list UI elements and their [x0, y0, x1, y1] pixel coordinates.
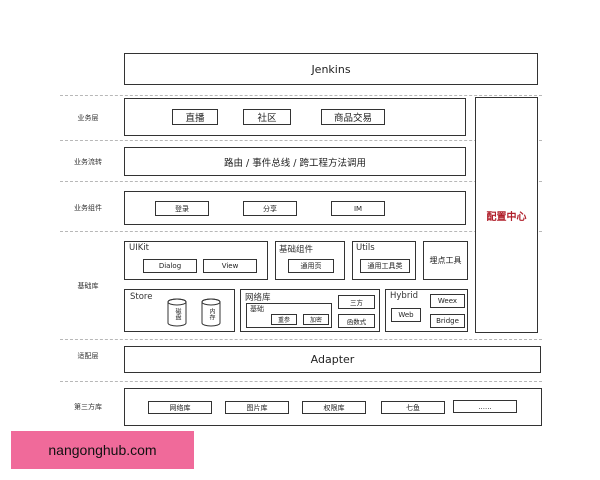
component-im: IM [331, 201, 385, 216]
business-components-box: 登录 分享 IM [124, 191, 466, 225]
utils-common-tools: 通用工具类 [360, 259, 410, 273]
business-flow-label: 路由 / 事件总线 / 跨工程方法调用 [224, 157, 366, 169]
third-party-permission-label: 权限库 [323, 403, 345, 412]
utils-title: Utils [356, 243, 375, 253]
network-base-item-1: 重参 [271, 314, 297, 325]
network-base-box: 基础 重参 加密 [246, 303, 332, 328]
third-party-box: 网络库 图片库 权限库 七鱼 ...... [124, 388, 542, 426]
base-common-page-label: 通用页 [300, 262, 322, 270]
uikit-box: UIKit Dialog View [124, 241, 268, 280]
third-party-more: ...... [453, 400, 517, 413]
component-share: 分享 [243, 201, 297, 216]
uikit-dialog: Dialog [143, 259, 197, 273]
third-party-qiyu-label: 七鱼 [406, 403, 420, 412]
divider-6 [60, 381, 542, 382]
hybrid-bridge-label: Bridge [436, 317, 459, 325]
disk-cylinder [167, 298, 187, 327]
row-label-third-party: 第三方库 [74, 403, 102, 411]
watermark-text: nangonghub.com [48, 442, 157, 458]
jenkins-bar: Jenkins [124, 53, 538, 85]
adapter-box: Adapter [124, 346, 541, 373]
hybrid-weex: Weex [430, 294, 465, 308]
store-box: Store 磁盘 内存 [124, 289, 235, 332]
business-item-community-label: 社区 [257, 113, 277, 124]
uikit-title: UIKit [129, 243, 149, 253]
network-functional: 函数式 [338, 314, 375, 328]
utils-box: Utils 通用工具类 [352, 241, 416, 280]
hybrid-web-label: Web [398, 311, 414, 319]
network-functional-label: 函数式 [346, 318, 367, 326]
disk-label: 磁盘 [174, 308, 181, 320]
divider-3 [60, 181, 542, 182]
base-components-box: 基础组件 通用页 [275, 241, 345, 280]
row-label-business-components: 业务组件 [74, 204, 102, 212]
hybrid-web: Web [391, 308, 421, 322]
tracking-tool-label: 埋点工具 [429, 256, 462, 265]
network-base-title: 基础 [250, 305, 264, 313]
row-label-base-library: 基础库 [77, 282, 99, 290]
business-item-live: 直播 [172, 109, 218, 125]
store-title: Store [130, 292, 153, 302]
component-im-label: IM [353, 204, 363, 213]
business-item-live-label: 直播 [185, 113, 205, 124]
business-flow-box: 路由 / 事件总线 / 跨工程方法调用 [124, 147, 466, 176]
uikit-dialog-label: Dialog [158, 262, 182, 270]
row-label-business-flow: 业务流转 [74, 158, 102, 166]
hybrid-title: Hybrid [390, 291, 419, 301]
third-party-more-label: ...... [478, 402, 492, 411]
business-item-trade-label: 商品交易 [333, 113, 372, 124]
component-login: 登录 [155, 201, 209, 216]
third-party-qiyu: 七鱼 [381, 401, 445, 414]
hybrid-weex-label: Weex [437, 297, 458, 305]
network-box: 网络库 基础 重参 加密 三方 函数式 [240, 289, 380, 332]
memory-cylinder [201, 298, 221, 327]
adapter-label: Adapter [310, 353, 355, 366]
third-party-image: 图片库 [225, 401, 289, 414]
business-item-community: 社区 [243, 109, 291, 125]
hybrid-box: Hybrid Web Weex Bridge [385, 289, 468, 332]
tracking-tool-box: 埋点工具 [423, 241, 468, 280]
jenkins-label: Jenkins [311, 62, 351, 76]
uikit-view-label: View [221, 262, 239, 270]
divider-4 [60, 231, 542, 232]
network-base-item-2: 加密 [303, 314, 329, 325]
watermark-banner: nangonghub.com [11, 431, 194, 469]
config-center-box: 配置中心 [475, 97, 538, 333]
network-title: 网络库 [245, 293, 271, 303]
row-label-adapter-layer: 适配层 [77, 352, 99, 360]
component-share-label: 分享 [263, 204, 277, 213]
network-third-party-label: 三方 [350, 299, 363, 307]
hybrid-bridge: Bridge [430, 314, 465, 328]
third-party-image-label: 图片库 [246, 403, 268, 412]
network-base-item-1-label: 重参 [277, 317, 290, 324]
base-common-page: 通用页 [288, 259, 334, 273]
network-third-party: 三方 [338, 295, 375, 309]
divider-2 [60, 140, 542, 141]
row-label-business-layer: 业务层 [77, 114, 99, 122]
third-party-network-label: 网络库 [169, 403, 191, 412]
network-base-item-2-label: 加密 [309, 317, 322, 324]
business-layer-box: 直播 社区 商品交易 [124, 98, 466, 136]
memory-label: 内存 [208, 308, 215, 320]
third-party-permission: 权限库 [302, 401, 366, 414]
divider-1 [60, 95, 542, 96]
uikit-view: View [203, 259, 257, 273]
utils-common-tools-label: 通用工具类 [367, 262, 403, 270]
third-party-network: 网络库 [148, 401, 212, 414]
component-login-label: 登录 [175, 204, 189, 213]
base-components-title: 基础组件 [279, 245, 314, 255]
business-item-trade: 商品交易 [321, 109, 385, 125]
divider-5 [60, 339, 542, 340]
config-center-label: 配置中心 [486, 211, 527, 223]
